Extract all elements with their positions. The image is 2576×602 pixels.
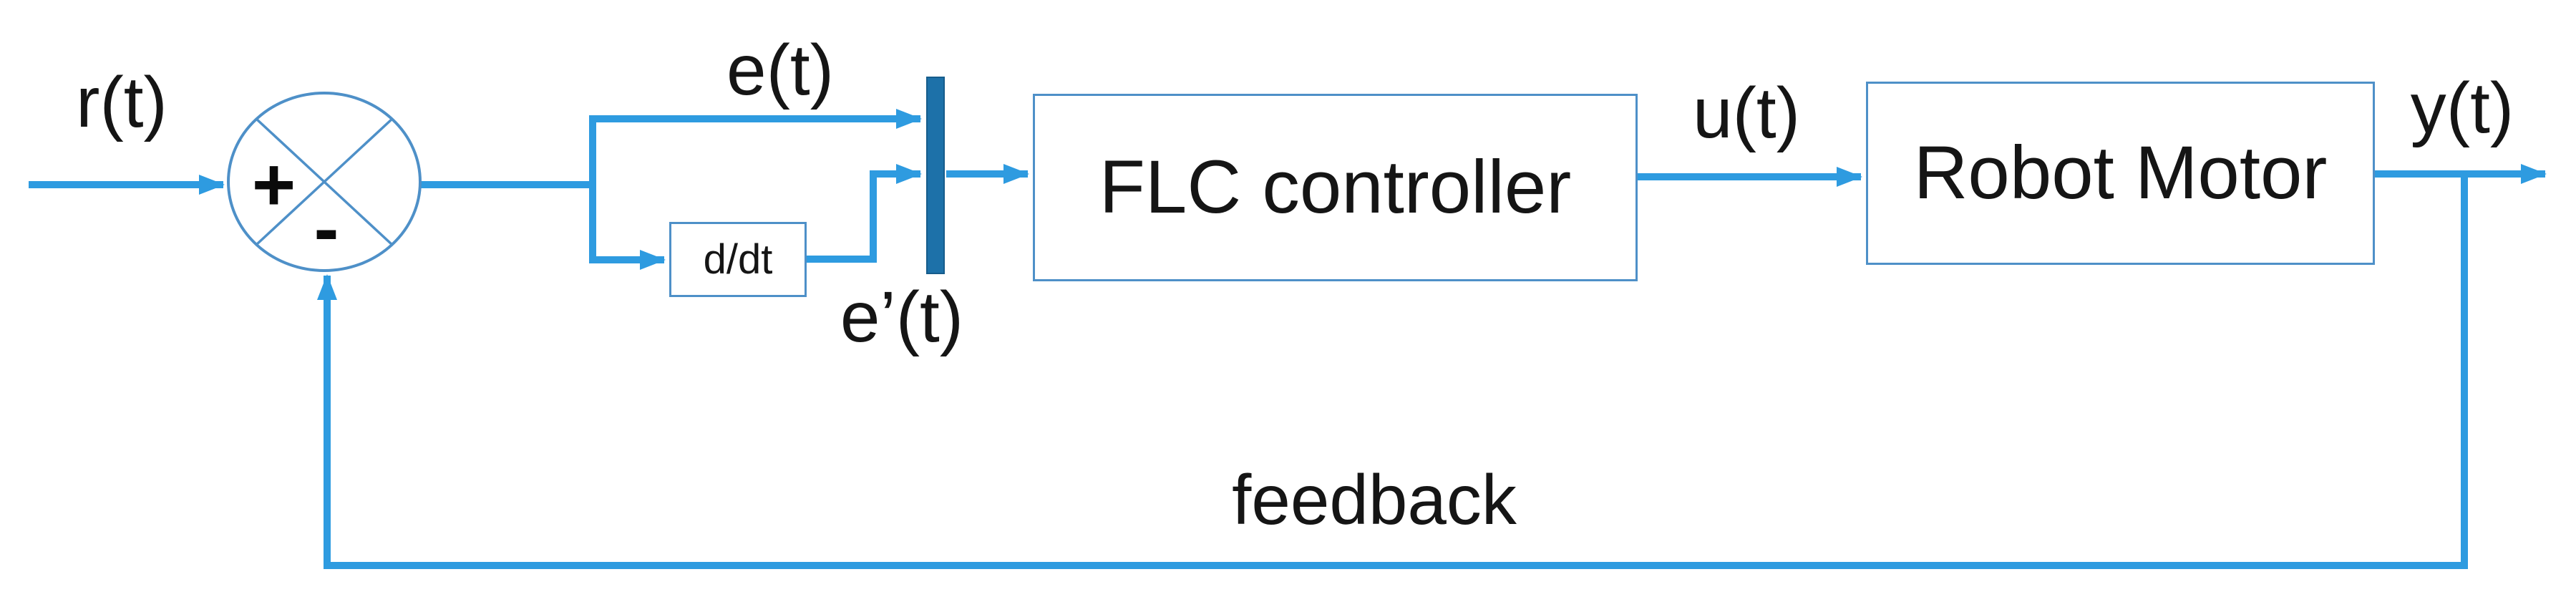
- derivative-block: d/dt: [669, 222, 807, 297]
- summing-minus-sign: -: [314, 186, 339, 271]
- flc-controller-block: FLC controller: [1033, 94, 1638, 281]
- mux-bar: [926, 77, 945, 274]
- feedback-path-label: feedback: [1232, 460, 1517, 539]
- summing-junction-cross-line-2: [255, 117, 394, 246]
- robot-motor-block: Robot Motor: [1866, 82, 2375, 265]
- summing-plus-sign: +: [251, 143, 296, 227]
- wire-feedback-path: [317, 177, 2468, 569]
- error-derivative-label: e’(t): [840, 277, 964, 357]
- reference-input-label: r(t): [76, 62, 167, 142]
- output-signal-label: y(t): [2410, 67, 2514, 148]
- control-signal-label: u(t): [1693, 72, 1800, 153]
- wire-derivative-output: [807, 164, 922, 263]
- error-signal-label: e(t): [726, 29, 834, 110]
